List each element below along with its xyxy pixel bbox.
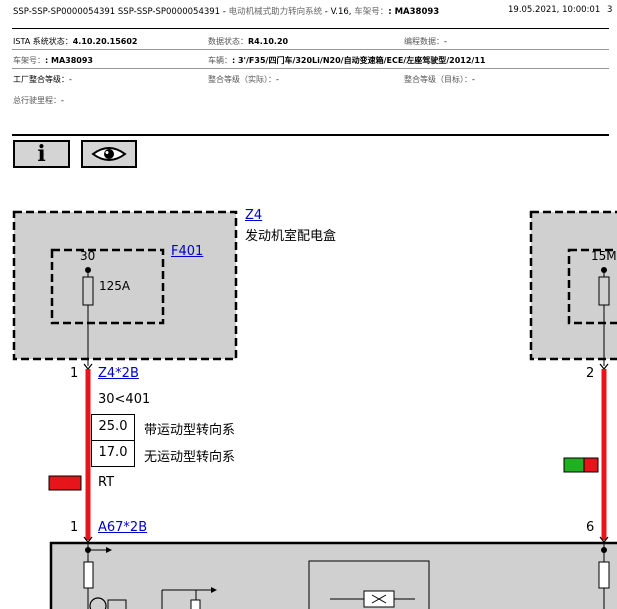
info-button[interactable]: i bbox=[13, 140, 70, 168]
wire-color-label: RT bbox=[98, 475, 115, 490]
signal-label: 30<401 bbox=[98, 392, 151, 407]
info-icon: i bbox=[37, 141, 46, 167]
vin-value: : MA38093 bbox=[388, 7, 440, 17]
vin-info: 车架号：: MA38093 bbox=[13, 56, 93, 65]
fuse-terminal bbox=[85, 267, 91, 273]
connector-a67-2b-link[interactable]: A67*2B bbox=[98, 520, 148, 535]
z4-link[interactable]: Z4 bbox=[245, 208, 263, 223]
eye-icon bbox=[91, 147, 127, 161]
wire-size-box-2: 17.0 bbox=[91, 440, 135, 467]
pin-1-bottom: 1 bbox=[70, 520, 79, 535]
doc-title-text: SSP-SSP-SP0000054391 SSP-SSP-SP000005439… bbox=[13, 7, 229, 17]
pin-6-right: 6 bbox=[586, 520, 595, 535]
factory-level: 工厂整合等级：- bbox=[13, 75, 72, 84]
wire-color-red-marker bbox=[48, 475, 82, 491]
wire-color-red-marker-right bbox=[583, 457, 599, 473]
wire-desc-2: 无运动型转向系 bbox=[144, 450, 236, 465]
header-divider-bottom bbox=[12, 134, 609, 136]
datetime-text: 19.05.2021, 10:00:01 bbox=[508, 5, 601, 15]
header-divider-top bbox=[12, 28, 609, 29]
f401-fuse-box bbox=[50, 248, 165, 325]
programming-data: 编程数据：- bbox=[404, 37, 447, 46]
vehicle-info: 车辆：: 3'/F35/四门车/320Li/N20/自动变速箱/ECE/左座驾驶… bbox=[208, 56, 486, 65]
target-level: 整合等级（目标）：- bbox=[404, 75, 475, 84]
fuse-pin-label: 30 bbox=[80, 249, 96, 263]
vin-label: 车架号： bbox=[354, 7, 389, 17]
f401-link[interactable]: F401 bbox=[171, 244, 204, 259]
ista-status: ISTA 系统状态：4.10.20.15602 bbox=[13, 37, 138, 46]
header-divider-2 bbox=[12, 49, 609, 50]
z4-description: 发动机室配电盒 bbox=[245, 229, 337, 244]
page-number: 3 bbox=[606, 5, 613, 15]
connector-z4-2b-link[interactable]: Z4*2B bbox=[98, 366, 139, 381]
right-pin-label: 15M bbox=[591, 249, 617, 263]
view-button[interactable] bbox=[81, 140, 137, 168]
wire-size-box-1: 25.0 bbox=[91, 414, 135, 441]
fuse-symbol bbox=[82, 276, 94, 306]
doc-version-text: - V.16, bbox=[322, 7, 355, 17]
header-datetime: 19.05.2021, 10:00:01 3 bbox=[508, 5, 612, 15]
mileage: 总行驶里程：- bbox=[13, 96, 64, 105]
a67-module-box bbox=[49, 541, 617, 609]
document-title: SSP-SSP-SP0000054391 SSP-SSP-SP000005439… bbox=[13, 5, 439, 17]
actual-level: 整合等级（实际）：- bbox=[208, 75, 279, 84]
fuse-rating: 125A bbox=[99, 279, 131, 293]
header-divider-3 bbox=[12, 68, 609, 69]
wire-desc-1: 带运动型转向系 bbox=[144, 423, 236, 438]
pin-1-top: 1 bbox=[70, 366, 79, 381]
data-status: 数据状态：R4.10.20 bbox=[208, 37, 289, 46]
doc-system-text: 电动机械式助力转向系统 bbox=[228, 7, 323, 17]
pin-2-right: 2 bbox=[586, 366, 595, 381]
wire-color-green-marker bbox=[563, 457, 585, 473]
